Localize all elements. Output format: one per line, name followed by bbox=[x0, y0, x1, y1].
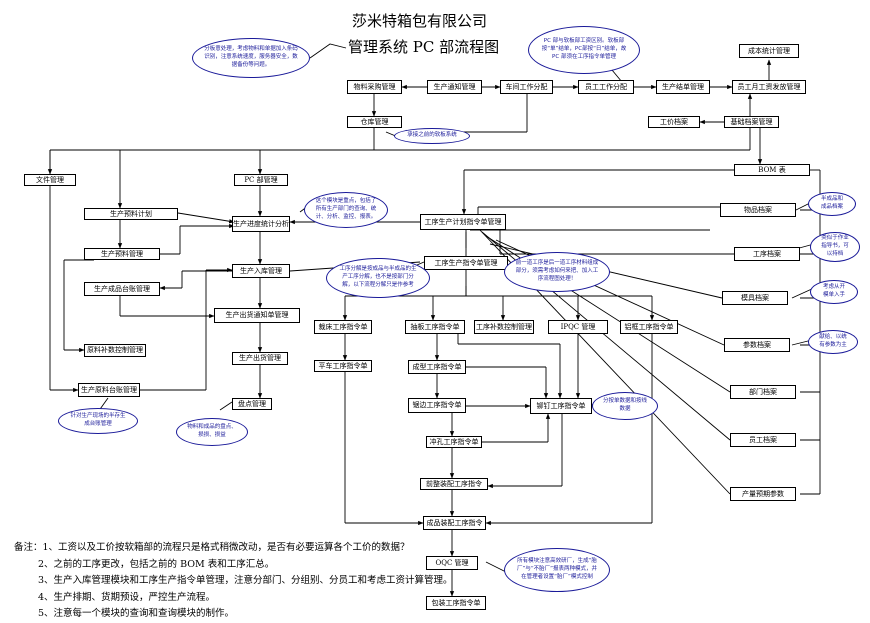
pre-assembly-box: 前整装配工序指令 bbox=[420, 478, 488, 490]
note-2: 2、之前的工序更改，包括之前的 BOM 表和工序汇总。 bbox=[38, 558, 275, 570]
finished-assembly-box: 成品装配工序指令 bbox=[423, 516, 486, 530]
pc-feedback-bubble: PC 部与软板部工资区别。软板部按“单”结单，PC部按“日”结单，故 PC 部须… bbox=[528, 26, 640, 74]
mold-archive-box: 模具档案 bbox=[722, 291, 788, 305]
production-notice-box: 生产通知管理 bbox=[427, 80, 482, 94]
workshop-assign-box: 车间工作分配 bbox=[500, 80, 553, 94]
note-3: 3、生产入库管理模块和工序生产指令单管理，注意分部门、分组别、分员工和考虑工资计… bbox=[38, 575, 453, 586]
raw-ledger-bubble: 针对生产现场的半存生成台账管理 bbox=[58, 408, 138, 434]
packing-order-box: 包装工序指令单 bbox=[426, 596, 486, 610]
system-title: 管理系统 PC 部流程图 bbox=[348, 38, 500, 56]
oqc-box: OQC 管理 bbox=[426, 556, 478, 570]
cost-stats-box: 成本统计管理 bbox=[739, 44, 799, 58]
monthly-wage-box: 员工月工资发放管理 bbox=[732, 80, 806, 94]
process-order-box: 工序生产指令单管理 bbox=[424, 256, 508, 270]
cutting-order-box: 裁床工序指令单 bbox=[314, 320, 372, 334]
plate-order-box: 抽板工序指令单 bbox=[405, 320, 465, 334]
param-archive-box: 参数档案 bbox=[724, 338, 790, 352]
process-plan-order-box: 工序生产计划指令单管理 bbox=[420, 214, 506, 230]
production-inbound-box: 生产入库管理 bbox=[232, 264, 290, 278]
production-settle-box: 生产结单管理 bbox=[656, 80, 710, 94]
ipqc-box: IPQC 管理 bbox=[548, 320, 608, 334]
notes: 备注：1、工资以及工价按软箱部的流程只是格式稍微改动，是否有必要运算各个工价的数… bbox=[14, 540, 453, 623]
semi-bubble: 半成品和成品档案 bbox=[808, 192, 856, 216]
process-guide-bubble: 类似于作业指导书，可以持档 bbox=[810, 232, 860, 262]
process-sort-bubble: 工序分解是按成品与半成品的生产工序分解，也不是按部门分解，以下流程分解只是作参考 bbox=[326, 258, 430, 298]
prev-next-bubble: 前一道工序是后一道工序材料组成部分，须需考虑如何来把、加入工序流程图处理！ bbox=[504, 252, 610, 292]
capacity-params-box: 产量预期参数 bbox=[730, 487, 796, 501]
rivet-split-bubble: 分按单数据和按线数据 bbox=[592, 392, 658, 420]
base-archive-box: 基础档案管理 bbox=[724, 116, 779, 128]
edge-order-box: 锯边工序指令单 bbox=[408, 398, 466, 413]
flat-car-order-box: 平车工序指令单 bbox=[314, 360, 372, 372]
oqc-bubble: 所有模块注意高效研厂，生成“胎厂”与“不胎厂”报表两种模式，并在管理者设置“胎厂… bbox=[504, 548, 610, 592]
punch-order-box: 冲孔工序指令单 bbox=[426, 436, 482, 448]
warehouse-box: 仓库管理 bbox=[347, 116, 402, 128]
inventory-bubble: 物料和成品的盘点、损损、损益 bbox=[176, 418, 248, 446]
production-outbound-box: 生产出货管理 bbox=[232, 352, 288, 365]
pc-dept-box: PC 部管理 bbox=[234, 174, 288, 186]
rivet-order-box: 铆钉工序指令单 bbox=[530, 398, 592, 414]
note-1: 备注：1、工资以及工价按软箱部的流程只是格式稍微改动，是否有必要运算各个工价的数… bbox=[14, 542, 410, 553]
outbound-notice-box: 生产出货通知单管理 bbox=[214, 308, 300, 323]
production-prep-box: 生产预料管理 bbox=[84, 248, 160, 260]
product-archive-box: 物品档案 bbox=[720, 203, 796, 217]
note-5: 5、注意每一个模块的查询和查询模块的制作。 bbox=[38, 608, 235, 619]
legacy-bubble: 承接之前的软板系统 bbox=[394, 128, 470, 144]
cut-prod-bubble: 分板意处理，考虑物料和单据加入条码识别，注意系统速度，服务器安全，数据备份等问题… bbox=[192, 38, 310, 78]
bom-box: BOM 表 bbox=[734, 164, 810, 176]
key-module-bubble: 这个模块是重点，包括了所有生产部门的查询、统计、分析、监控、报表。 bbox=[304, 192, 388, 228]
process-archive-box: 工序档案 bbox=[734, 247, 800, 261]
worker-assign-box: 员工工作分配 bbox=[578, 80, 634, 94]
finished-ledger-box: 生产成品台账管理 bbox=[84, 282, 160, 296]
params-bubble: 献给、以统有参数为主 bbox=[808, 330, 858, 354]
production-plan-box: 生产预料计划 bbox=[84, 208, 178, 220]
raw-fill-box: 原料补数控制管理 bbox=[84, 344, 146, 357]
alum-order-box: 铝框工序指令单 bbox=[620, 320, 678, 334]
progress-stats-box: 生产进度统计分析 bbox=[232, 216, 290, 232]
dept-archive-box: 部门档案 bbox=[730, 385, 796, 399]
raw-ledger-box: 生产原料台账管理 bbox=[78, 383, 140, 397]
company-title: 莎米特箱包有限公司 bbox=[352, 12, 488, 30]
process-fill-box: 工序补数控制管理 bbox=[474, 320, 534, 334]
material-purchase-box: 物料采购管理 bbox=[347, 80, 402, 94]
file-mgmt-box: 文件管理 bbox=[24, 174, 76, 186]
mold-bubble: 考虑从开模单入手 bbox=[810, 280, 858, 304]
staff-archive-box: 员工档案 bbox=[730, 433, 796, 447]
note-4: 4、生产排期、货期预设，严控生产流程。 bbox=[38, 591, 216, 603]
inventory-box: 盘点管理 bbox=[232, 398, 272, 410]
work-archive-box: 工价档案 bbox=[648, 116, 700, 128]
forming-order-box: 成型工序指令单 bbox=[408, 360, 466, 374]
